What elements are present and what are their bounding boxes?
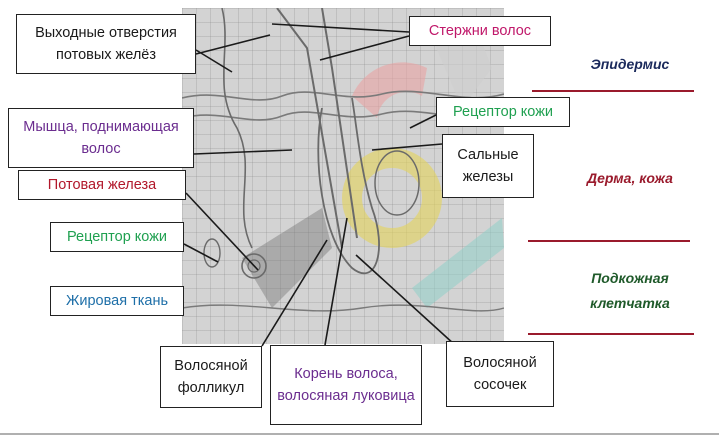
rule-hypodermis [528, 333, 694, 335]
label-skin-receptor-top: Рецептор кожи [436, 97, 570, 127]
label-sweat-pores: Выходные отверстия потовых желёз [16, 14, 196, 74]
label-root: Корень волоса, волосяная луковица [270, 345, 422, 425]
layer-dermis: Дерма, кожа [560, 167, 700, 189]
layer-epidermis: Эпидермис [560, 53, 700, 75]
layer-hypodermis: Подкожная клетчатка [560, 266, 700, 315]
label-skin-receptor-left-text: Рецептор кожи [67, 226, 167, 248]
label-papilla: Волосяной сосочек [446, 341, 554, 407]
label-hair-shafts-text: Стержни волос [429, 20, 531, 42]
label-skin-receptor-top-text: Рецептор кожи [453, 101, 553, 123]
label-sweat-gland-text: Потовая железа [48, 174, 156, 196]
label-skin-receptor-left: Рецептор кожи [50, 222, 184, 252]
label-follicle-text: Волосяной фолликул [167, 355, 255, 400]
label-muscle: Мышца, поднимающая волос [8, 108, 194, 168]
label-sebaceous: Сальные железы [442, 134, 534, 198]
label-sweat-gland: Потовая железа [18, 170, 186, 200]
rule-dermis [528, 240, 690, 242]
label-adipose-text: Жировая ткань [66, 290, 168, 312]
label-adipose: Жировая ткань [50, 286, 184, 316]
label-root-text: Корень волоса, волосяная луковица [277, 363, 415, 408]
label-follicle: Волосяной фолликул [160, 346, 262, 408]
label-muscle-text: Мышца, поднимающая волос [15, 116, 187, 161]
label-hair-shafts: Стержни волос [409, 16, 551, 46]
bottom-border [0, 433, 719, 435]
label-sebaceous-text: Сальные железы [449, 144, 527, 189]
label-papilla-text: Волосяной сосочек [453, 352, 547, 397]
label-sweat-pores-text: Выходные отверстия потовых желёз [23, 22, 189, 67]
rule-epidermis [532, 90, 694, 92]
